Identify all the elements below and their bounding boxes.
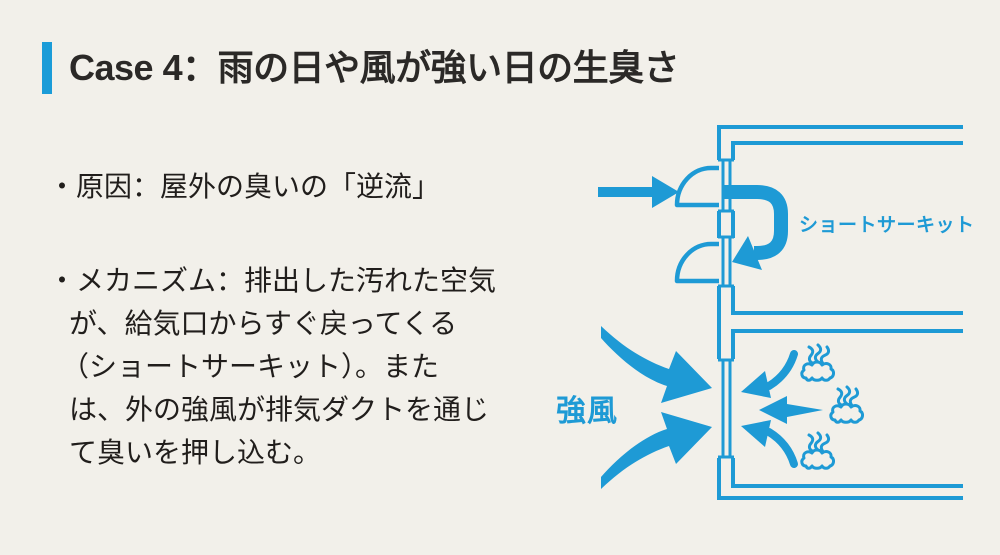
vent-hood-top-icon (674, 165, 719, 208)
inflow-arrow-middle-icon (759, 396, 823, 424)
inflow-arrow-bottom-icon (741, 420, 798, 468)
bullet-cause: ・原因：屋外の臭いの「逆流」 (48, 171, 441, 202)
title-row: Case 4：雨の日や風が強い日の生臭さ (42, 42, 680, 94)
smell-icon-2 (829, 385, 865, 424)
smell-icon-3 (800, 431, 836, 470)
bullet-mechanism-line: が、給気口からすぐ戻ってくる (69, 308, 458, 339)
vent-middle (718, 235, 734, 288)
smell-icons (800, 343, 865, 470)
bullet-mechanism-line: は、外の強風が排気ダクトを通じ (69, 394, 490, 425)
vent-bottom (718, 358, 734, 459)
room-lower-outline (731, 329, 963, 488)
vent-hoods (674, 165, 719, 284)
intake-arrow-icon (598, 176, 679, 208)
title-accent-bar (42, 42, 52, 94)
wind-swoosh-upper-icon (601, 326, 712, 403)
strong-wind-label: 強風 (556, 395, 618, 428)
backflow-arrows (741, 350, 823, 468)
bullet-mechanism-line: （ショートサーキット）。また (61, 351, 440, 382)
vent-hood-middle-icon (674, 241, 719, 284)
bullet-mechanism-line: て臭いを押し込む。 (69, 437, 322, 468)
wind-swoosh-lower-icon (601, 412, 712, 489)
bullet-mechanism: ・メカニズム：排出した汚れた空気 が、給気口からすぐ戻ってくる （ショートサーキ… (48, 259, 496, 474)
short-circuit-label: ショートサーキット (799, 215, 975, 236)
bullet-mechanism-line: ・メカニズム：排出した汚れた空気 (48, 265, 497, 296)
page-title: Case 4：雨の日や風が強い日の生臭さ (69, 47, 680, 88)
exterior-wall (717, 125, 963, 500)
smell-icon-1 (800, 343, 836, 382)
inflow-arrow-top-icon (741, 350, 798, 398)
room-upper-outline (731, 141, 963, 315)
strong-wind-arrows (601, 326, 712, 489)
building-outline (717, 125, 963, 500)
short-circuit-arrow-icon (723, 185, 788, 270)
